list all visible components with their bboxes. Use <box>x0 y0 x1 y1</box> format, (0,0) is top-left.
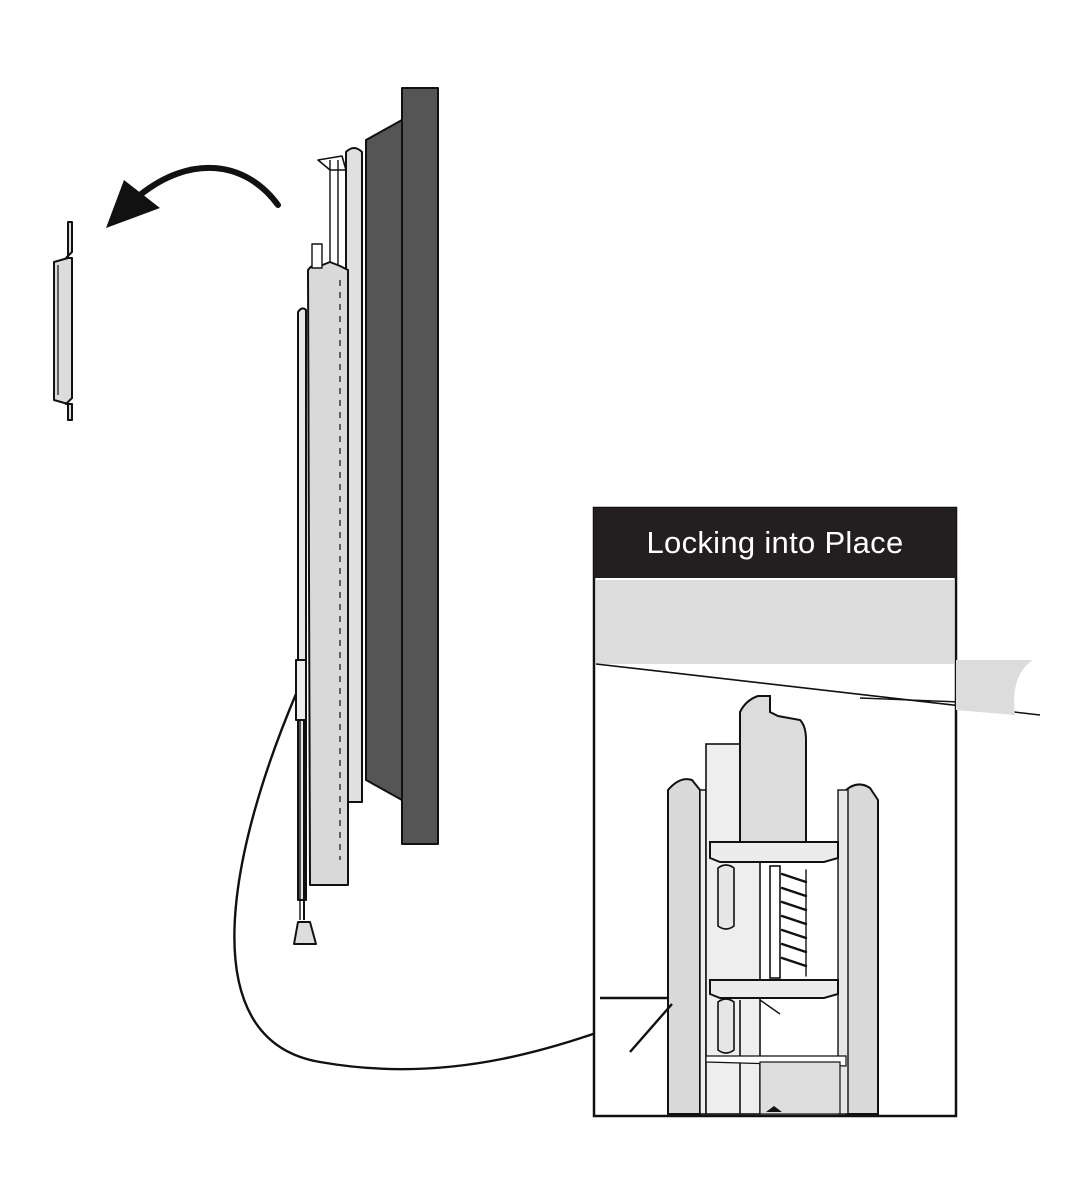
leader-line <box>233 693 676 1071</box>
inset-title-bar <box>594 508 956 578</box>
removal-arrow <box>106 164 281 228</box>
display-face <box>401 87 439 845</box>
detached-bracket <box>53 221 73 421</box>
display-panel <box>365 119 403 801</box>
wall-mount-assembly <box>293 87 439 945</box>
inset-detail <box>592 506 1041 1118</box>
